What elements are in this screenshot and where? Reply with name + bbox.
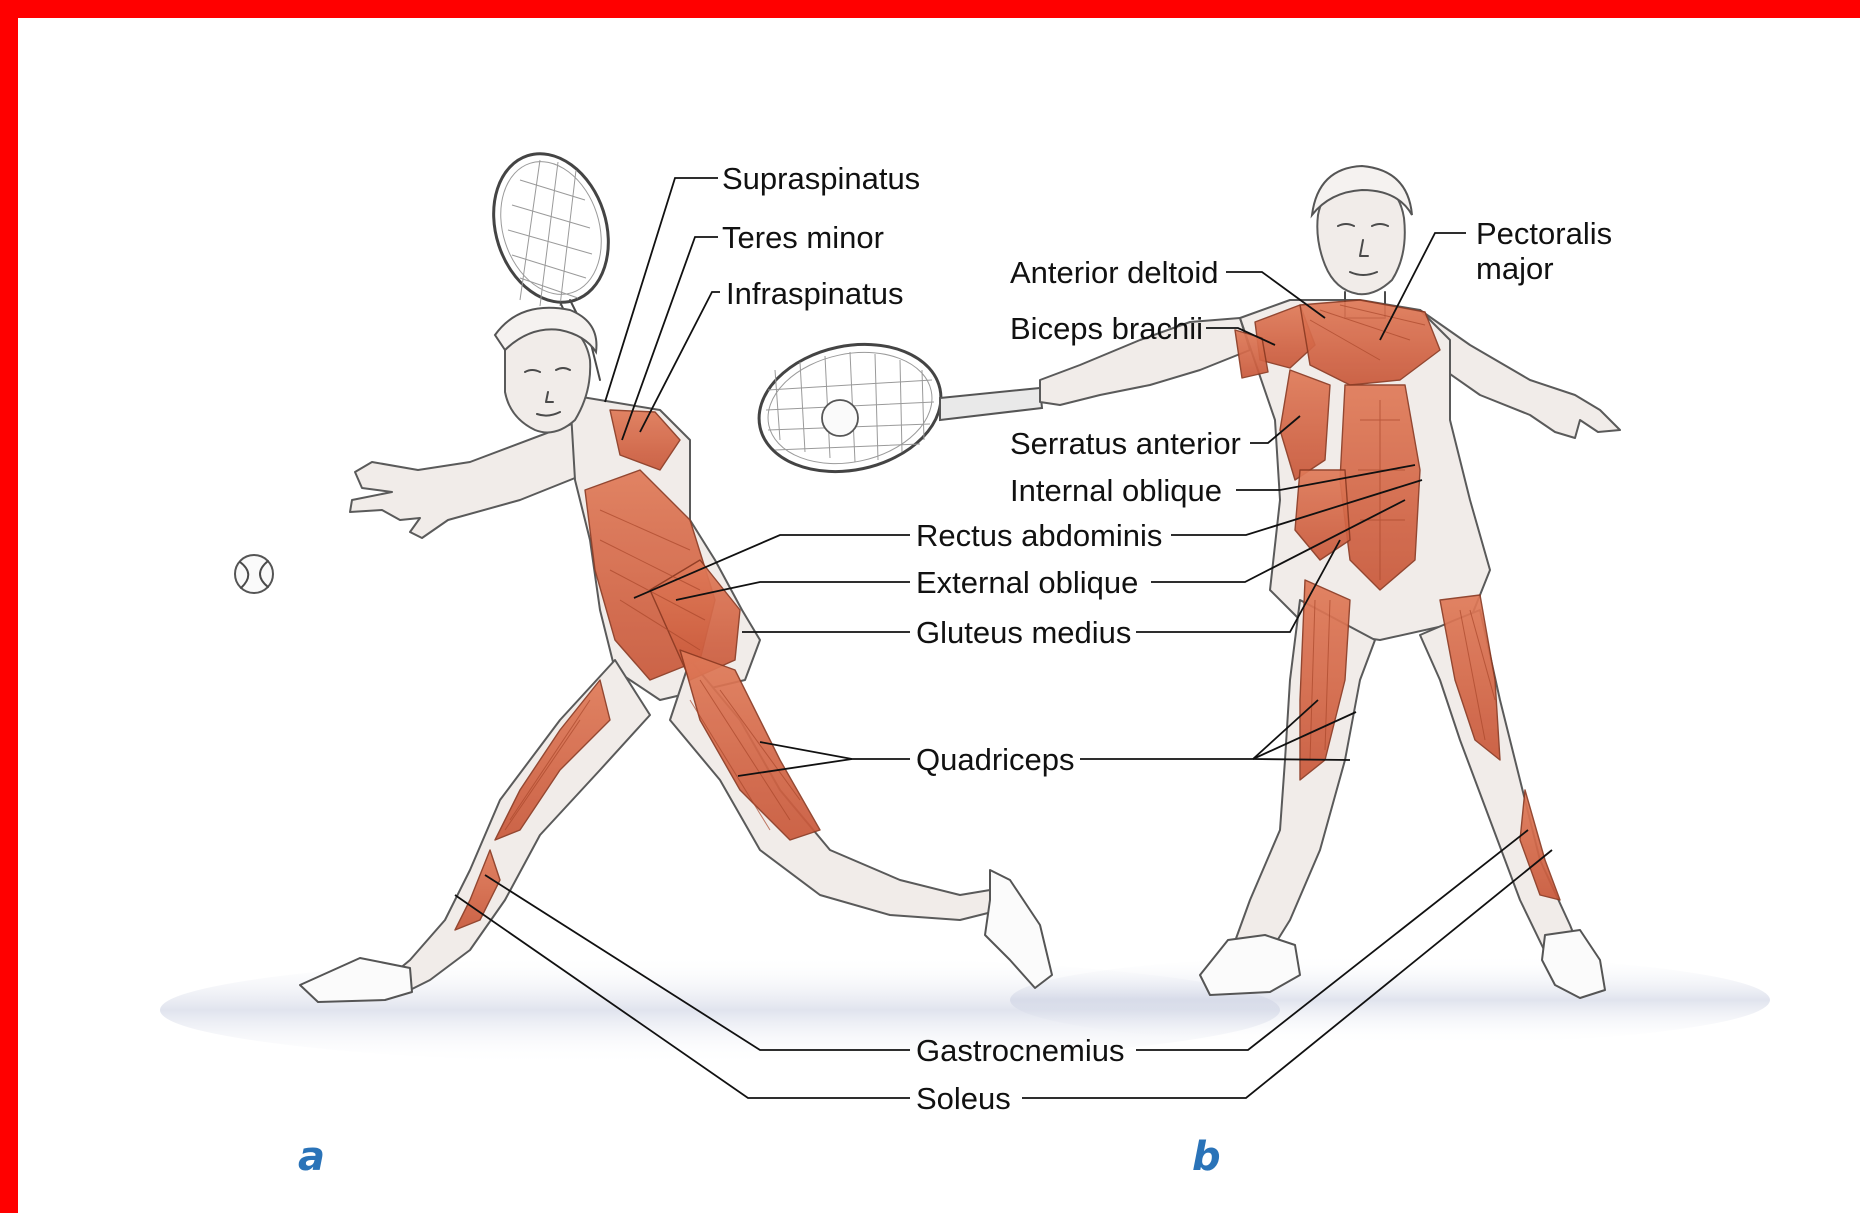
label-biceps-brachii: Biceps brachii	[1010, 311, 1203, 346]
label-quadriceps: Quadriceps	[916, 742, 1075, 777]
racket-b-icon	[747, 328, 1042, 488]
label-pectoralis-major-line1: Pectoralis	[1476, 216, 1612, 251]
head-b	[1312, 166, 1412, 318]
tennis-ball-a-icon	[235, 555, 273, 593]
label-pectoralis-major-line2: major	[1476, 251, 1554, 286]
label-gluteus-medius: Gluteus medius	[916, 615, 1131, 650]
label-infraspinatus: Infraspinatus	[726, 276, 904, 311]
anatomy-figure: Supraspinatus Teres minor Infraspinatus …	[18, 18, 1860, 1213]
shoe-a-back	[300, 958, 412, 1002]
panel-label-b: b	[1192, 1134, 1221, 1180]
label-external-oblique: External oblique	[916, 565, 1138, 600]
panel-label-a: a	[298, 1134, 325, 1180]
illustration-canvas: Supraspinatus Teres minor Infraspinatus …	[18, 18, 1860, 1213]
label-gastrocnemius: Gastrocnemius	[916, 1033, 1124, 1068]
floor-shadow-b	[1010, 955, 1770, 1045]
label-supraspinatus: Supraspinatus	[722, 161, 920, 196]
label-anterior-deltoid: Anterior deltoid	[1010, 255, 1219, 290]
label-internal-oblique: Internal oblique	[1010, 473, 1222, 508]
leg-b-left	[1420, 610, 1580, 958]
label-serratus-anterior: Serratus anterior	[1010, 426, 1241, 461]
label-soleus: Soleus	[916, 1081, 1011, 1116]
arm-a	[350, 410, 610, 538]
label-rectus-abdominis: Rectus abdominis	[916, 518, 1162, 553]
label-teres-minor: Teres minor	[722, 220, 884, 255]
